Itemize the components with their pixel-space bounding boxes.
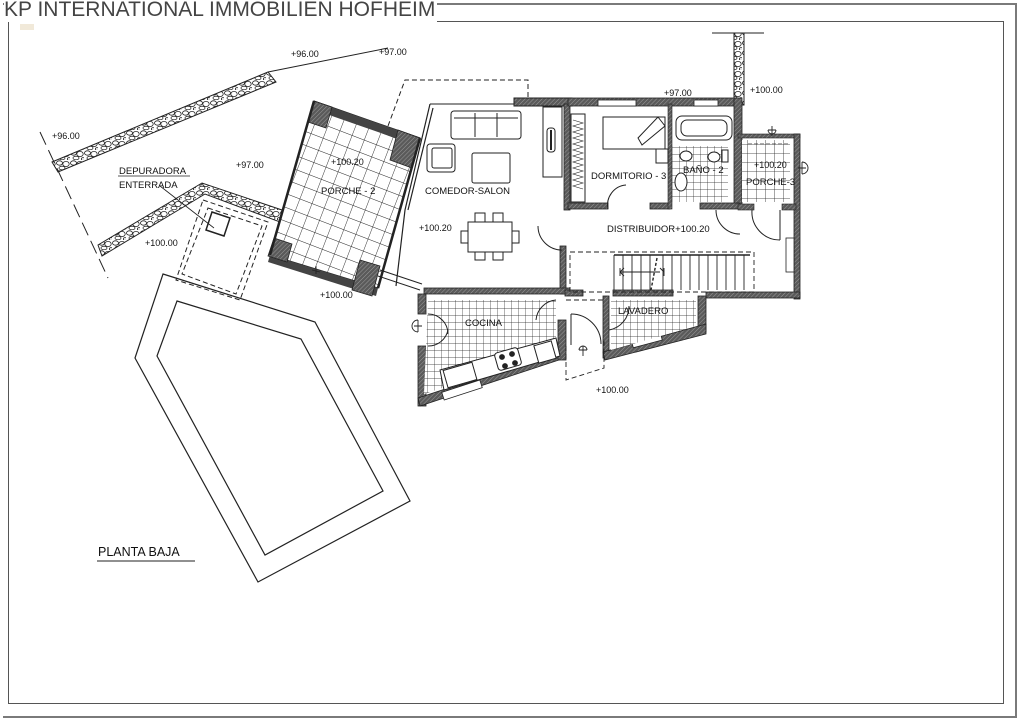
room-label-distribuidor: DISTRIBUIDOR+100.20	[607, 224, 710, 235]
staircase	[569, 251, 755, 293]
wardrobe	[570, 113, 586, 203]
level-label: +100.00	[596, 385, 629, 395]
porch-connector	[377, 269, 423, 291]
tv-unit	[542, 106, 563, 178]
level-label: +100.20	[419, 223, 452, 233]
stone-wall-upper	[51, 47, 389, 173]
depuradora-tank	[159, 185, 269, 301]
room-label-porche-2: PORCHE - 2	[321, 186, 375, 197]
drawing-frame	[8, 21, 1004, 704]
property-boundary	[39, 131, 109, 279]
level-label: +100.00	[750, 85, 783, 95]
kitchen-fixtures	[427, 299, 630, 391]
level-label: +100.20	[754, 160, 787, 170]
room-label-porche-3: PORCHE-3	[746, 177, 795, 188]
level-label: +97.00	[664, 88, 692, 98]
entry-arrow-marker	[411, 126, 809, 356]
room-label-bano-2: BAÑO - 2	[683, 165, 724, 176]
house-walls	[395, 97, 801, 407]
level-label: +96.00	[291, 49, 319, 59]
corner-logo	[20, 24, 34, 30]
label-depuradora: DEPURADORA	[119, 166, 187, 177]
stone-wall-lower	[97, 182, 283, 257]
swimming-pool	[134, 273, 411, 583]
dorm-door-swing	[607, 184, 627, 210]
roof-outline	[387, 79, 529, 127]
sheet-outer-border	[3, 3, 1017, 718]
room-label-cocina: COCINA	[465, 318, 503, 329]
level-label: +96.00	[52, 131, 80, 141]
level-label: +100.20	[331, 157, 364, 167]
sofa	[450, 110, 522, 140]
label-enterrada: ENTERRADA	[119, 180, 178, 191]
porche3-door-swing	[751, 209, 781, 241]
kitchen-entry-dashed	[565, 299, 605, 381]
room-label-dormitorio-3: DORMITORIO - 3	[591, 171, 666, 182]
bath-door-swing	[715, 209, 741, 235]
level-label: +100.00	[145, 238, 178, 248]
level-label: +97.00	[379, 47, 407, 57]
page-title: KP INTERNATIONAL IMMOBILIEN HOFHEIM	[4, 0, 438, 22]
coffee-table	[471, 152, 511, 184]
level-label: +100.00	[320, 290, 353, 300]
armchair	[426, 143, 456, 173]
plan-title: PLANTA BAJA	[97, 545, 195, 562]
bed	[602, 116, 669, 164]
room-label-comedor-salon: COMEDOR-SALON	[425, 186, 510, 197]
bathroom-fixtures	[674, 115, 733, 192]
plan-title-text: PLANTA BAJA	[98, 545, 180, 559]
level-labels: +96.00 +97.00 +96.00 +97.00 +100.00 +100…	[52, 47, 787, 395]
dining-table	[460, 212, 520, 261]
room-labels: COMEDOR-SALON PORCHE - 2 DORMITORIO - 3 …	[119, 165, 795, 329]
level-label: +97.00	[236, 160, 264, 170]
room-label-lavadero: LAVADERO	[618, 306, 668, 317]
porche-2	[267, 100, 422, 297]
salon-door-swing	[537, 225, 563, 251]
